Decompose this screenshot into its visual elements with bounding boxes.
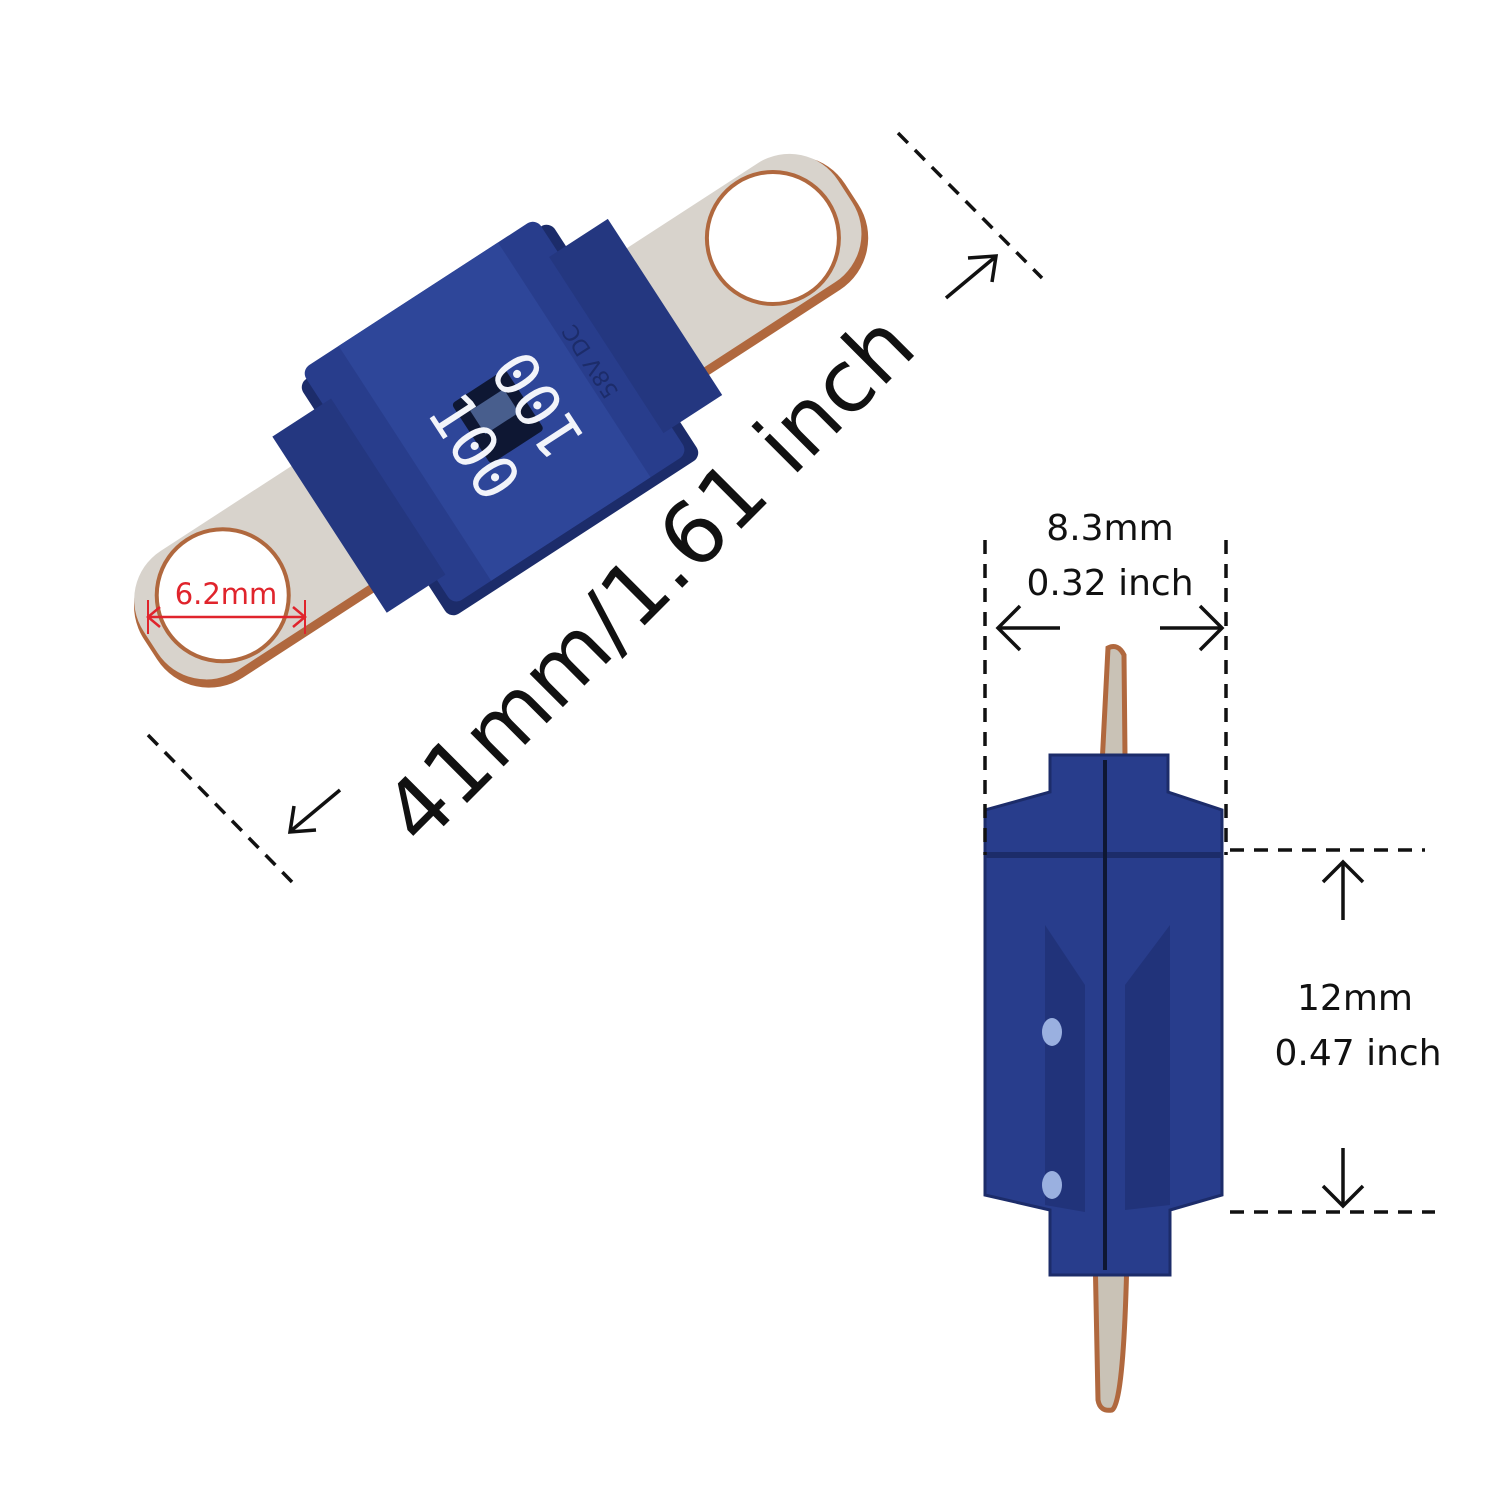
hole-diameter-label: 6.2mm	[175, 577, 278, 611]
height-mm-label: 12mm	[1297, 978, 1413, 1019]
fuse-body: 100 100 58V DC	[272, 218, 723, 616]
fuse-side-view	[983, 644, 1224, 1413]
height-inch-label: 0.47 inch	[1274, 1033, 1441, 1074]
width-dimension: 8.3mm 0.32 inch	[983, 508, 1228, 855]
right-terminal-hole	[704, 170, 841, 307]
left-terminal-hole	[154, 527, 291, 664]
width-inch-label: 0.32 inch	[1026, 563, 1193, 604]
hole-diameter-dimension: 6.2mm	[146, 577, 307, 634]
height-dimension: 12mm 0.47 inch	[1230, 848, 1442, 1214]
width-mm-label: 8.3mm	[1046, 508, 1173, 549]
fuse-top-view: 100 100 58V DC	[133, 153, 869, 688]
